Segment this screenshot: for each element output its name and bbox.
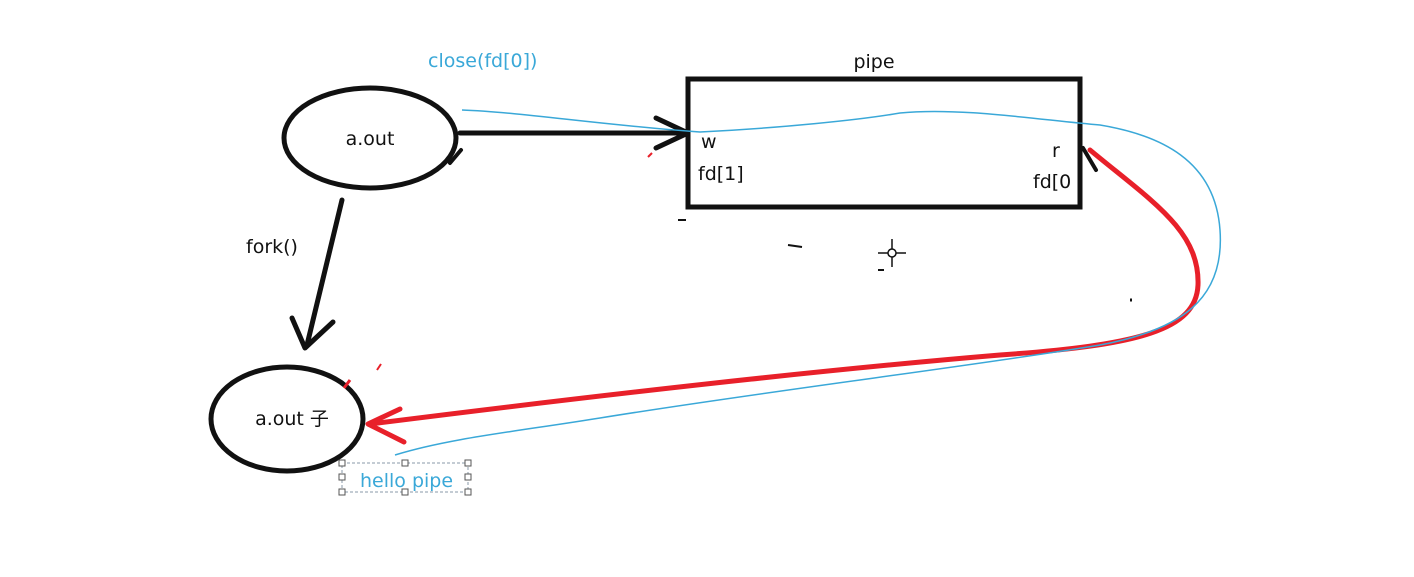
read-arrow-tail-mark	[1081, 146, 1098, 172]
write-arrow-head	[653, 115, 691, 151]
stray-mark-2	[787, 244, 803, 248]
pipe-read-end-label: r	[1052, 140, 1060, 162]
selection-handle-tr[interactable]	[464, 459, 472, 467]
pipe-write-end-label: w	[701, 131, 717, 153]
data-flow-trace	[394, 109, 1222, 456]
close-call-annotation: close(fd[0])	[428, 50, 537, 72]
selection-handle-mr[interactable]	[464, 473, 472, 481]
selection-handle-ml[interactable]	[338, 473, 346, 481]
parent-process-node[interactable]	[281, 85, 459, 191]
read-arrow-head	[365, 406, 407, 445]
pipe-title: pipe	[853, 51, 894, 73]
child-process-label: a.out 子	[255, 408, 329, 430]
child-process-node[interactable]	[208, 364, 366, 474]
selection-handle-tm[interactable]	[401, 459, 409, 467]
fork-arrow-head	[289, 315, 336, 351]
parent-pen-mark	[448, 148, 463, 165]
stray-mark-red-3	[376, 363, 382, 371]
pipe-write-fd-label: fd[1]	[698, 163, 744, 185]
pipe-box[interactable]	[685, 76, 1083, 210]
pipe-read-fd-label: fd[0	[1033, 171, 1071, 193]
fork-arrow	[304, 197, 345, 348]
selection-handle-bl[interactable]	[338, 488, 346, 496]
read-arrow	[367, 147, 1201, 427]
message-text-box[interactable]: hello pipe	[338, 459, 472, 496]
stray-mark-red-2	[342, 379, 352, 389]
fork-label: fork()	[246, 236, 298, 258]
selection-handle-br[interactable]	[464, 488, 472, 496]
selection-handle-bm[interactable]	[401, 488, 409, 496]
crosshair-cursor-icon	[878, 239, 906, 267]
parent-process-label: a.out	[346, 128, 395, 150]
stray-mark-red-1	[647, 152, 653, 158]
message-annotation: hello pipe	[360, 470, 453, 492]
selection-handle-tl[interactable]	[338, 459, 346, 467]
